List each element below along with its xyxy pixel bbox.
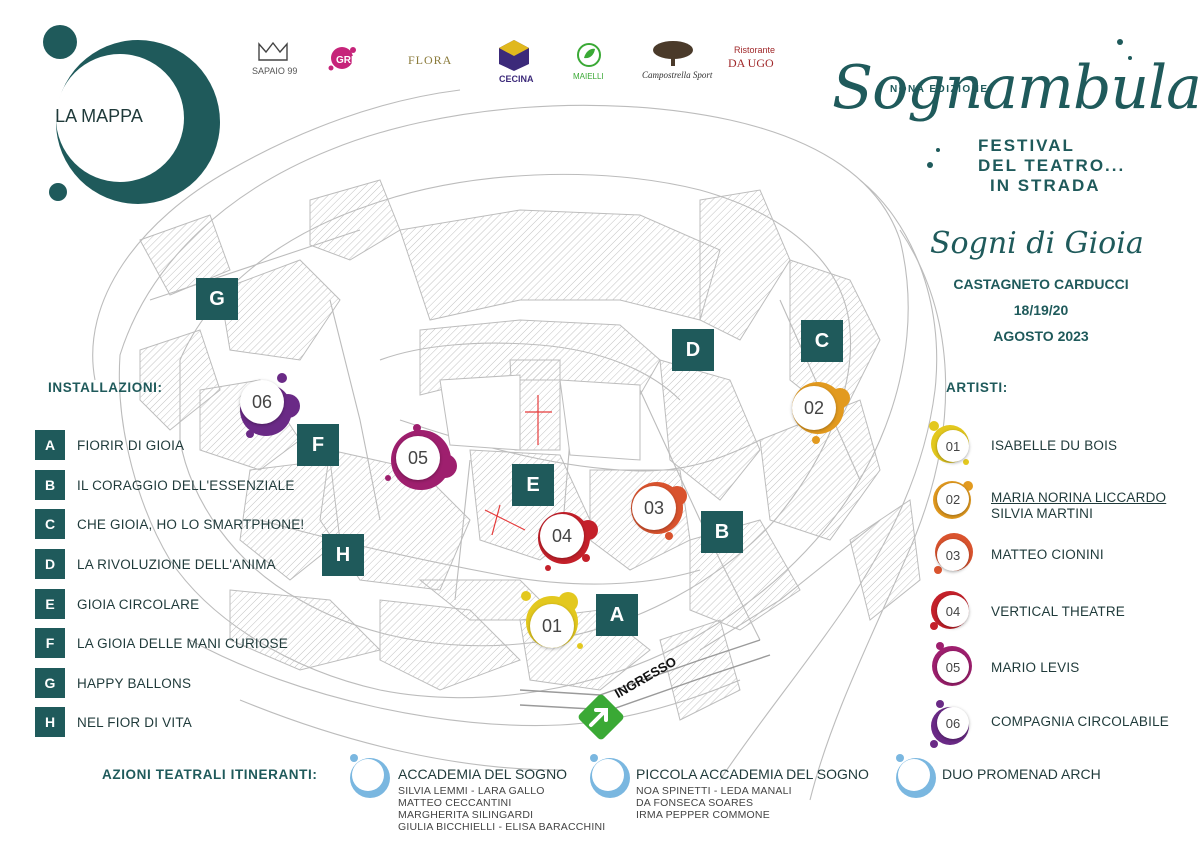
sponsor-cecina: CECINA <box>499 74 534 84</box>
festival-sub-2: DEL TEATRO... <box>978 156 1126 175</box>
legend-code-e: E <box>35 589 65 619</box>
map-marker-b[interactable]: B <box>701 511 743 553</box>
itinerant-blob-icon-2 <box>590 754 630 798</box>
map-artist-05[interactable]: 05 <box>396 436 440 480</box>
splash-icon <box>328 47 356 71</box>
itinerant-group-2-line-2: DA FONSECA SOARES <box>636 797 754 809</box>
legend-code-a: A <box>35 430 65 460</box>
map-marker-g[interactable]: G <box>196 278 238 320</box>
legend-code-b: B <box>35 470 65 500</box>
map-artist-02[interactable]: 02 <box>792 386 836 430</box>
legend-code-c: C <box>35 509 65 539</box>
legend-label-g: HAPPY BALLONS <box>77 676 192 691</box>
legend-artist-03: MATTEO CIONINI <box>991 547 1104 562</box>
festival-sub-1: FESTIVAL <box>978 136 1075 155</box>
central-square <box>439 374 641 461</box>
itinerant-group-2: PICCOLA ACCADEMIA DEL SOGNO <box>636 766 869 782</box>
map-artist-06[interactable]: 06 <box>240 380 284 424</box>
town-name: CASTAGNETO CARDUCCI <box>953 276 1129 292</box>
itinerant-group-1-line-1: SILVIA LEMMI - LARA GALLO <box>398 785 545 797</box>
legend-code-d: D <box>35 549 65 579</box>
legend-label-e: GIOIA CIRCOLARE <box>77 597 200 612</box>
itinerant-blob-icon-1 <box>350 754 390 798</box>
festival-dates: 18/19/20 <box>1013 302 1069 318</box>
legend-artist-num-02: 02 <box>937 483 969 515</box>
legend-label-c: CHE GIOIA, HO LO SMARTPHONE! <box>77 517 305 532</box>
itinerant-group-2-line-1: NOA SPINETTI - LEDA MANALI <box>636 785 792 797</box>
church-cross-marks <box>484 395 552 536</box>
legend-code-g: G <box>35 668 65 698</box>
edition-label: NONA EDIZIONE <box>890 84 989 95</box>
sponsor-flora: FLORA <box>408 53 453 67</box>
sponsor-ristorante: Ristorante <box>734 45 776 55</box>
sponsor-daugo: DA UGO <box>728 56 774 70</box>
legend-artist-num-04: 04 <box>937 595 969 627</box>
legend-artist-num-03: 03 <box>937 539 969 571</box>
map-artist-01[interactable]: 01 <box>530 604 574 648</box>
ink-splatter-icon <box>927 39 1132 168</box>
map-artist-03[interactable]: 03 <box>632 486 676 530</box>
sponsor-sapaio: SAPAIO 99 <box>252 66 298 76</box>
festival-sub-3: IN STRADA <box>990 176 1101 195</box>
legend-label-h: NEL FIOR DI VITA <box>77 715 192 730</box>
itinerant-title: AZIONI TEATRALI ITINERANTI: <box>102 767 318 782</box>
crown-icon <box>258 41 288 61</box>
itinerant-group-3: DUO PROMENAD ARCH <box>942 766 1101 782</box>
sponsor-campostrella: Campostrella Sport <box>642 70 713 80</box>
itinerant-group-2-line-3: IRMA PEPPER COMMONE <box>636 809 770 821</box>
legend-code-f: F <box>35 628 65 658</box>
legend-artist-num-06: 06 <box>937 707 969 739</box>
itinerant-group-1-line-3: MARGHERITA SILINGARDI <box>398 809 534 821</box>
festival-logo: Sognambula <box>832 53 1200 123</box>
legend-artist-04: VERTICAL THEATRE <box>991 604 1125 619</box>
map-marker-c[interactable]: C <box>801 320 843 362</box>
legend-artist-num-01: 01 <box>937 430 969 462</box>
entrance-road <box>519 639 771 711</box>
legend-artist-01: ISABELLE DU BOIS <box>991 438 1118 453</box>
map-marker-d[interactable]: D <box>672 329 714 371</box>
map-marker-a[interactable]: A <box>596 594 638 636</box>
legend-artist-num-05: 05 <box>937 651 969 683</box>
map-marker-h[interactable]: H <box>322 534 364 576</box>
itinerant-group-1-line-2: MATTEO CECCANTINI <box>398 797 512 809</box>
map-artist-04[interactable]: 04 <box>540 514 584 558</box>
legend-artist-02b: SILVIA MARTINI <box>991 506 1094 521</box>
theme-title: Sogni di Gioia <box>930 226 1144 261</box>
map-marker-f[interactable]: F <box>297 424 339 466</box>
festival-month: AGOSTO 2023 <box>993 328 1089 344</box>
legend-artist-06: COMPAGNIA CIRCOLABILE <box>991 714 1169 729</box>
legend-code-h: H <box>35 707 65 737</box>
cube-icon <box>499 40 529 71</box>
sponsor-maielli: MAIELLI <box>573 72 604 81</box>
leaf-icon <box>577 43 601 67</box>
legend-label-b: IL CORAGGIO DELL'ESSENZIALE <box>77 478 295 493</box>
legend-artist-05: MARIO LEVIS <box>991 660 1080 675</box>
itinerant-group-1-line-4: GIULIA BICCHIELLI - ELISA BARACCHINI <box>398 821 606 833</box>
entrance-arrow-icon[interactable] <box>574 694 628 748</box>
map-marker-e[interactable]: E <box>512 464 554 506</box>
sponsor-griselli: GRISELLI <box>336 55 383 66</box>
map-title-circles <box>43 25 220 204</box>
artists-title: ARTISTI: <box>946 380 1008 395</box>
legend-label-d: LA RIVOLUZIONE DELL'ANIMA <box>77 557 276 572</box>
legend-label-f: LA GIOIA DELLE MANI CURIOSE <box>77 636 288 651</box>
legend-artist-02: MARIA NORINA LICCARDO <box>991 490 1167 505</box>
itinerant-blob-icon-3 <box>896 754 936 798</box>
installations-title: INSTALLAZIONI: <box>48 380 163 395</box>
legend-label-a: FIORIR DI GIOIA <box>77 438 185 453</box>
itinerant-group-1: ACCADEMIA DEL SOGNO <box>398 766 568 782</box>
map-title: LA MAPPA <box>55 106 143 126</box>
tree-icon <box>653 41 693 66</box>
